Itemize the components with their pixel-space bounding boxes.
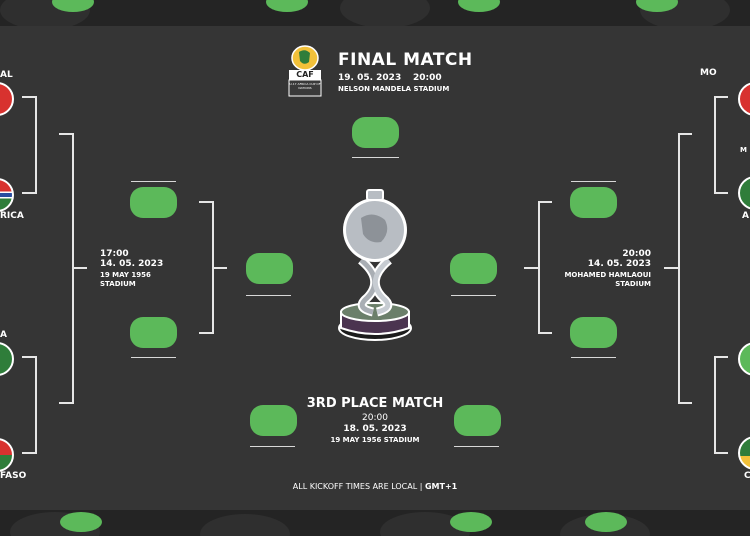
left-team-1-flag xyxy=(0,82,14,116)
left-sf-slot-2 xyxy=(130,317,177,348)
third-place-venue: 19 MAY 1956 STADIUM xyxy=(330,436,420,444)
third-place-slot-right xyxy=(454,405,501,436)
final-match-title: FINAL MATCH xyxy=(338,50,473,70)
decor-ball xyxy=(458,0,500,12)
final-match-date: 19. 05. 2023 xyxy=(338,73,402,83)
right-qf-venue-line2: STADIUM xyxy=(615,280,651,288)
third-place-slot-left xyxy=(250,405,297,436)
caf-logo-text: CAF xyxy=(296,70,314,79)
left-team-2-flag xyxy=(0,178,14,212)
kickoff-note-text: ALL KICKOFF TIMES ARE LOCAL | xyxy=(292,482,425,491)
right-qf-venue-line1: MOHAMED HAMLAOUI xyxy=(564,271,651,279)
third-place-time: 20:00 xyxy=(362,413,388,423)
decor-ball xyxy=(60,512,102,532)
left-qf-venue-line2: STADIUM xyxy=(100,280,136,288)
right-team-2-flag xyxy=(738,176,750,210)
right-team-2b-name: A xyxy=(742,211,749,221)
third-place-date: 18. 05. 2023 xyxy=(343,424,407,434)
left-team-3-name: A xyxy=(0,330,7,340)
decor-ball xyxy=(52,0,94,12)
right-qf-date: 14. 05. 2023 xyxy=(587,259,651,269)
third-place-title: 3RD PLACE MATCH xyxy=(306,396,444,411)
left-team-3-flag xyxy=(0,342,14,376)
left-qf-date: 14. 05. 2023 xyxy=(100,259,164,269)
right-sf-slot-1 xyxy=(570,187,617,218)
right-team-4-name: C xyxy=(744,471,750,481)
right-sf-slot-2 xyxy=(570,317,617,348)
bottom-decorative-band xyxy=(0,510,750,536)
kickoff-note: ALL KICKOFF TIMES ARE LOCAL | GMT+1 xyxy=(225,482,525,492)
trophy-icon xyxy=(333,188,417,346)
left-finalist-slot xyxy=(246,253,293,284)
final-match-time: 20:00 xyxy=(413,73,442,83)
final-slot-underline xyxy=(352,157,399,158)
right-finalist-slot xyxy=(450,253,497,284)
top-decorative-band xyxy=(0,0,750,26)
right-team-1-name: MO xyxy=(700,68,717,78)
decor-ball xyxy=(585,512,627,532)
kickoff-timezone: GMT+1 xyxy=(424,482,458,491)
caf-logo-subtext: U-17 AFRICA CUP OF NATIONS xyxy=(289,82,321,90)
left-team-2-name: RICA xyxy=(0,211,24,221)
caf-logo-icon: CAF U-17 AFRICA CUP OF NATIONS xyxy=(285,44,325,98)
right-team-2-name: M xyxy=(740,146,747,154)
decor-ball xyxy=(266,0,308,12)
right-team-4-flag xyxy=(738,436,750,470)
final-score-slot xyxy=(352,117,399,148)
left-sf-slot-1 xyxy=(130,187,177,218)
left-qf-time: 17:00 xyxy=(100,249,129,259)
decor-ball xyxy=(450,512,492,532)
left-qf-venue-line1: 19 MAY 1956 xyxy=(100,271,151,279)
right-team-3-flag xyxy=(738,342,750,376)
left-team-4-name: FASO xyxy=(0,471,27,481)
right-qf-time: 20:00 xyxy=(622,249,651,259)
right-team-1-flag xyxy=(738,82,750,116)
decor-ball xyxy=(636,0,678,12)
final-match-venue: NELSON MANDELA STADIUM xyxy=(338,85,450,93)
left-team-4-flag xyxy=(0,438,14,472)
left-team-1-name: AL xyxy=(0,70,13,80)
